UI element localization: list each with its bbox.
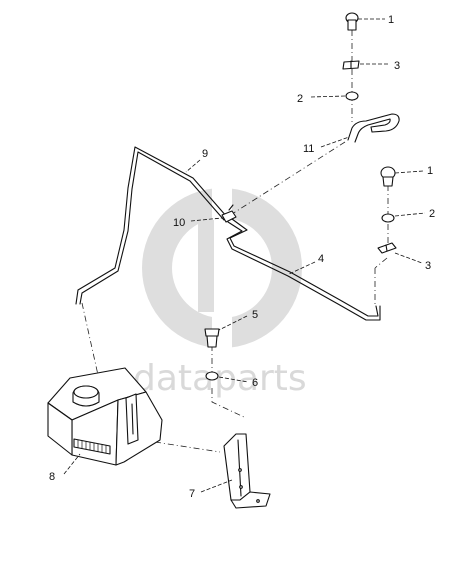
callout-6: 6 xyxy=(252,377,258,389)
callout-leaders xyxy=(63,18,426,493)
leader-9 xyxy=(185,159,201,173)
callout-2-right: 2 xyxy=(429,208,435,220)
tee-body xyxy=(221,210,237,223)
bracket-hole-foot xyxy=(256,499,260,503)
leader-4 xyxy=(288,261,316,275)
callout-3-top: 3 xyxy=(394,60,400,72)
part-11-hook-hose xyxy=(347,113,400,143)
callout-2-top: 2 xyxy=(297,93,303,105)
watermark-logo-stem xyxy=(198,220,214,312)
nozzle-right-body xyxy=(382,176,394,187)
assembly-line-tank-hose xyxy=(81,302,99,376)
callout-5: 5 xyxy=(252,309,258,321)
part-2-washer-right xyxy=(381,213,395,223)
leader-5 xyxy=(218,315,248,331)
assembly-lines xyxy=(81,30,389,453)
part-8-tank xyxy=(47,367,163,466)
leader-2b xyxy=(394,212,426,217)
nozzle-body xyxy=(347,19,357,31)
tank-filler-cap-top xyxy=(73,385,99,399)
bracket-hole-upper xyxy=(238,468,242,472)
leader-10 xyxy=(190,217,223,222)
hose-lower-edge xyxy=(79,151,225,305)
leader-1b xyxy=(394,170,424,174)
callout-7: 7 xyxy=(189,488,195,500)
hose-4-upper-edge xyxy=(229,218,379,317)
leader-11 xyxy=(320,136,350,148)
callout-1-top: 1 xyxy=(388,14,394,26)
part-4-hose xyxy=(226,218,381,321)
leader-8 xyxy=(63,453,81,475)
watermark-text: dataparts xyxy=(133,358,307,399)
part-2-washer-top xyxy=(345,91,359,101)
bracket-hole-lower xyxy=(239,485,243,489)
bracket-upright xyxy=(223,433,251,501)
assembly-line-tank-to-bracket xyxy=(154,441,221,453)
part-3-clip-top xyxy=(342,60,360,70)
watermark-logo-bar xyxy=(212,170,232,350)
assembly-line-right-bracket xyxy=(374,257,388,269)
callout-3-right: 3 xyxy=(425,260,431,272)
tank-level-window-frame xyxy=(73,438,111,455)
bolt-shank xyxy=(206,335,218,348)
part-6-nut xyxy=(205,371,219,381)
hook-hose-outline xyxy=(347,113,400,143)
bolt-head xyxy=(204,328,220,337)
hose-4-lower-edge xyxy=(226,221,381,321)
part-7-bracket xyxy=(223,433,271,509)
part-10-tee xyxy=(221,204,237,223)
part-1-nozzle-top xyxy=(345,12,359,31)
leader-3b xyxy=(394,252,423,264)
bracket-foot xyxy=(230,491,271,509)
tank-level-window xyxy=(73,438,111,455)
clip-right-tab xyxy=(385,244,388,252)
leader-6 xyxy=(218,376,249,383)
tank-side-face xyxy=(115,391,163,466)
callout-labels: 1 3 2 11 9 1 10 2 4 3 5 6 8 7 xyxy=(49,14,435,500)
part-1-nozzle-right xyxy=(380,166,396,187)
watermark: dataparts xyxy=(133,170,307,399)
tank-mount-slot xyxy=(131,403,134,435)
assembly-line-hose-to-tee xyxy=(231,141,346,215)
callout-1-right: 1 xyxy=(427,165,433,177)
callout-4: 4 xyxy=(318,253,324,265)
tank-front-panel xyxy=(47,402,73,456)
leader-2a xyxy=(310,95,346,98)
callout-10: 10 xyxy=(173,217,185,229)
part-9-hose xyxy=(75,146,228,305)
callout-8: 8 xyxy=(49,471,55,483)
leader-7 xyxy=(200,479,233,493)
assembly-line-bolt-to-bracket xyxy=(211,388,247,419)
hose-upper-edge xyxy=(75,146,228,305)
tee-stub xyxy=(228,204,234,211)
callout-11: 11 xyxy=(303,143,314,155)
part-3-clip-right xyxy=(377,242,397,254)
callout-9: 9 xyxy=(202,148,208,160)
part-5-bolt xyxy=(204,328,220,348)
